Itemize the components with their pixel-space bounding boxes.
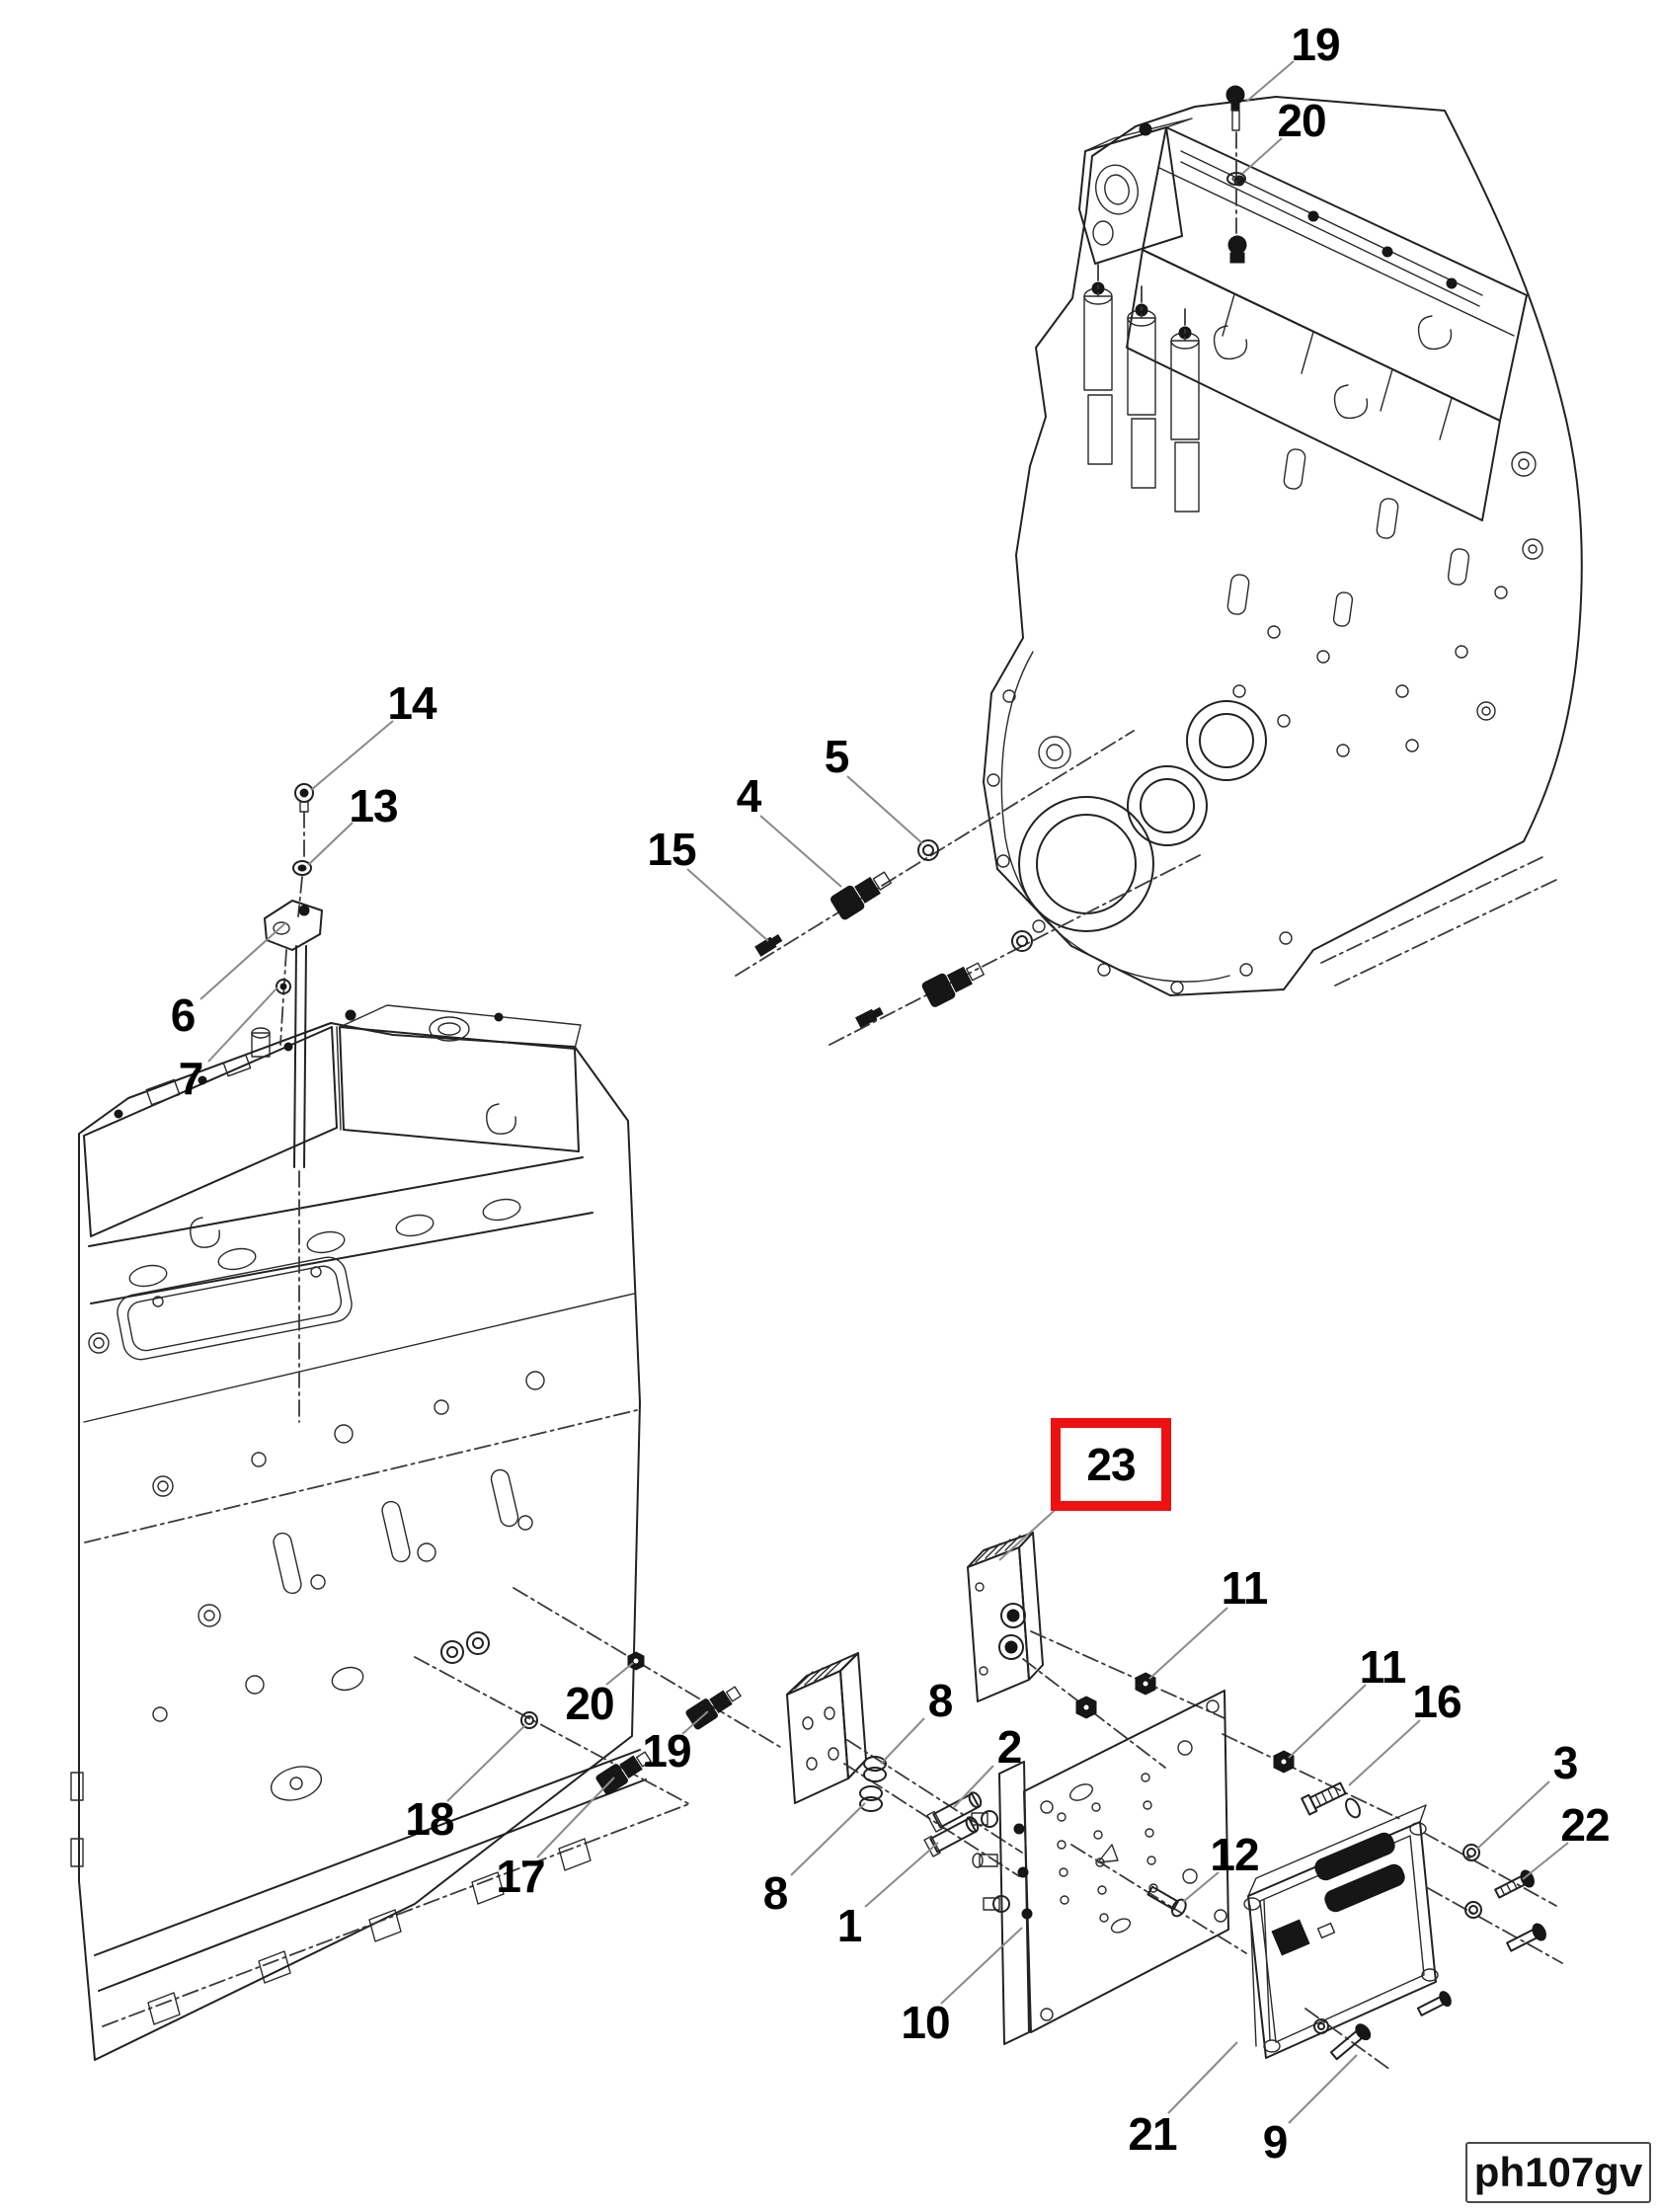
callout-c9[interactable]: 9 bbox=[1262, 2116, 1289, 2168]
leader-line-c17 bbox=[536, 1777, 615, 1858]
callout-c14[interactable]: 14 bbox=[387, 677, 436, 729]
engine-block-left bbox=[70, 1004, 692, 2061]
callout-c8-a[interactable]: 8 bbox=[927, 1675, 954, 1726]
callout-c6[interactable]: 6 bbox=[170, 989, 197, 1041]
mounting-plate bbox=[971, 1690, 1229, 2045]
callout-c8-b[interactable]: 8 bbox=[762, 1867, 789, 1919]
ecm-module bbox=[1243, 1804, 1439, 2059]
sensor-bracket-23 bbox=[967, 1532, 1044, 1702]
leader-line-c10 bbox=[940, 1927, 1023, 2005]
part-code-text: ph107gv bbox=[1473, 2149, 1643, 2195]
dipstick-tube-assembly bbox=[264, 783, 323, 1423]
callout-c18[interactable]: 18 bbox=[405, 1793, 454, 1845]
leader-line-c1 bbox=[864, 1842, 939, 1908]
callout-c4[interactable]: 4 bbox=[736, 770, 762, 822]
callout-c7[interactable]: 7 bbox=[178, 1053, 204, 1104]
leader-line-c2 bbox=[953, 1765, 994, 1808]
leader-line-c13 bbox=[307, 822, 354, 866]
leader-line-c8-b bbox=[790, 1802, 866, 1876]
callout-c2[interactable]: 2 bbox=[996, 1721, 1023, 1773]
callout-c12[interactable]: 12 bbox=[1210, 1829, 1259, 1880]
leader-line-c16 bbox=[1348, 1719, 1421, 1786]
callout-c19-top[interactable]: 19 bbox=[1291, 19, 1340, 70]
leader-line-c21 bbox=[1167, 2041, 1238, 2114]
callout-c15[interactable]: 15 bbox=[647, 824, 696, 875]
cam-sensor-group bbox=[735, 730, 1201, 1046]
top-sensor-bolt-group bbox=[1225, 85, 1247, 264]
leader-line-c22 bbox=[1522, 1842, 1569, 1880]
callout-c11-a[interactable]: 11 bbox=[1221, 1562, 1269, 1614]
leader-line-c12 bbox=[1182, 1871, 1220, 1903]
leader-line-c8-a bbox=[880, 1717, 925, 1765]
grommets bbox=[859, 1756, 887, 1812]
leader-line-c15 bbox=[686, 868, 769, 942]
callout-c13[interactable]: 13 bbox=[349, 780, 398, 831]
leader-line-c20-b bbox=[605, 1662, 634, 1686]
leader-line-c19-top bbox=[1245, 60, 1295, 103]
leader-line-c5 bbox=[846, 775, 923, 844]
callout-c20-b[interactable]: 20 bbox=[565, 1678, 614, 1729]
leader-line-c23 bbox=[998, 1504, 1062, 1561]
engine-block-top-right bbox=[983, 96, 1583, 996]
highlight-box-c23 bbox=[1051, 1418, 1171, 1511]
studs bbox=[923, 1791, 983, 1857]
leader-line-c9 bbox=[1288, 2054, 1358, 2124]
leader-line-c11-a bbox=[1148, 1607, 1228, 1680]
callout-c23[interactable]: 23 bbox=[1086, 1439, 1136, 1490]
callout-c16[interactable]: 16 bbox=[1412, 1676, 1462, 1727]
leader-line-c7 bbox=[207, 987, 278, 1063]
leader-line-c6 bbox=[199, 921, 287, 1000]
callout-c22[interactable]: 22 bbox=[1560, 1799, 1610, 1851]
nuts bbox=[1075, 1672, 1295, 1774]
bolt-16 bbox=[1301, 1781, 1347, 1816]
callout-c1[interactable]: 1 bbox=[836, 1900, 863, 1951]
callout-c10[interactable]: 10 bbox=[901, 1997, 950, 2048]
screw-12 bbox=[1146, 1885, 1187, 1918]
leader-line-c3 bbox=[1476, 1780, 1550, 1850]
leader-line-c14 bbox=[310, 720, 394, 791]
callout-c19-b[interactable]: 19 bbox=[642, 1725, 691, 1777]
callout-c5[interactable]: 5 bbox=[824, 731, 850, 782]
callout-c11-b[interactable]: 11 bbox=[1359, 1641, 1407, 1693]
leader-line-c19-b bbox=[681, 1710, 709, 1735]
leader-lines-layer bbox=[199, 60, 1569, 2124]
leader-line-c18 bbox=[446, 1724, 526, 1802]
leader-line-c20-top bbox=[1241, 137, 1283, 175]
callout-c17[interactable]: 17 bbox=[496, 1851, 545, 1902]
leader-line-c11-b bbox=[1288, 1684, 1367, 1759]
callout-c3[interactable]: 3 bbox=[1552, 1737, 1579, 1788]
ecm-mounting-cluster bbox=[414, 1532, 1563, 2071]
callout-c20-top[interactable]: 20 bbox=[1277, 95, 1326, 146]
part-code-box: ph107gv bbox=[1465, 2142, 1651, 2203]
pressure-sensor-19 bbox=[685, 1686, 742, 1730]
leader-line-c4 bbox=[759, 815, 842, 888]
highlight-layer bbox=[1051, 1418, 1171, 1511]
callout-c21[interactable]: 21 bbox=[1128, 2108, 1177, 2160]
